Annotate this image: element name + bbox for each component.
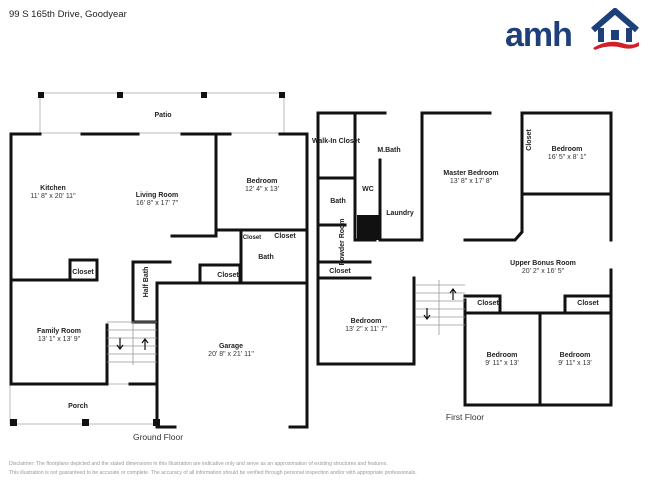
room-label-walk-in-closet: Walk-In Closet	[312, 138, 360, 145]
room-label-porch: Porch	[68, 403, 88, 410]
ground-floor-title: Ground Floor	[132, 432, 184, 442]
patio-outline	[39, 92, 285, 134]
room-label-half-bath: Half Bath	[143, 266, 150, 298]
property-address: 99 S 165th Drive, Goodyear	[9, 9, 127, 20]
room-label-closet: Closet	[577, 300, 599, 307]
room-label-closet: Closet	[242, 235, 262, 241]
disclaimer: Disclaimer: The floorplans depicted and …	[9, 460, 417, 478]
disclaimer-line-2: This illustration is not guaranteed to b…	[9, 470, 417, 476]
room-label-laundry: Laundry	[386, 210, 414, 217]
amh-logo: amh	[505, 8, 640, 53]
room-label-m-bath: M.Bath	[377, 147, 401, 154]
room-label-closet: Closet	[274, 233, 296, 240]
room-label-closet: Closet	[72, 269, 94, 276]
logo-wordmark: amh	[505, 16, 573, 54]
room-label-bath: Bath	[330, 198, 346, 205]
room-label-closet: Closet	[477, 300, 499, 307]
first-floor-title: First Floor	[445, 412, 485, 422]
room-label-closet: Closet	[217, 272, 239, 279]
room-label-closet: Closet	[329, 268, 351, 275]
room-label-patio: Patio	[154, 112, 172, 119]
room-label-wc: WC	[362, 186, 374, 193]
room-label-bath: Bath	[258, 254, 274, 261]
room-label-closet: Closet	[526, 129, 533, 151]
room-label-powder-room: Powder Room	[339, 218, 346, 266]
house-roof-icon	[591, 8, 639, 50]
disclaimer-line-1: Disclaimer: The floorplans depicted and …	[9, 461, 388, 467]
